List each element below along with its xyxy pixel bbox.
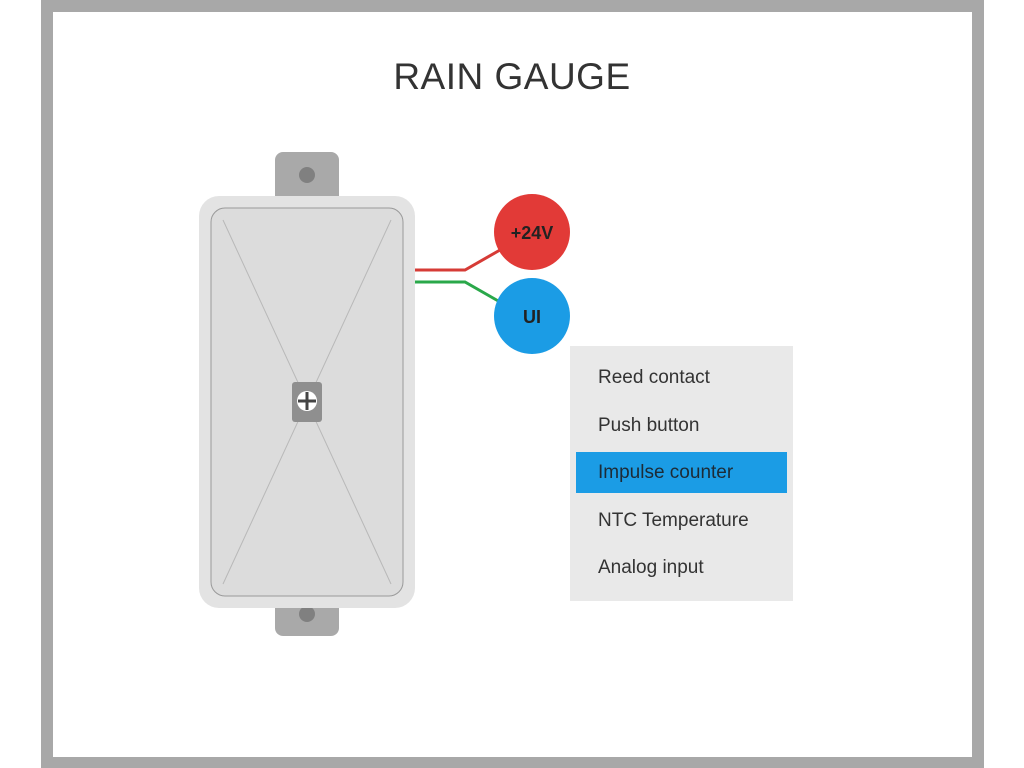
menu-item-impulse-counter[interactable]: Impulse counter: [576, 452, 787, 493]
mounting-tab-top: [275, 152, 339, 208]
menu-item-label: Reed contact: [598, 367, 710, 388]
menu-item-label: Push button: [598, 415, 700, 436]
page-title: RAIN GAUGE: [393, 56, 631, 97]
menu-item-push-button[interactable]: Push button: [576, 405, 787, 446]
power-wire: [415, 248, 501, 272]
menu-item-label: Impulse counter: [598, 462, 734, 483]
menu-item-ntc-temperature[interactable]: NTC Temperature: [576, 500, 787, 541]
input-terminal: UI: [494, 278, 570, 354]
menu-item-label: Analog input: [598, 557, 704, 578]
menu-item-reed-contact[interactable]: Reed contact: [576, 357, 787, 398]
menu-item-analog-input[interactable]: Analog input: [576, 547, 787, 588]
power-terminal: +24V: [494, 194, 570, 270]
power-terminal-label: +24V: [511, 223, 554, 243]
screw-icon: [292, 382, 322, 422]
input-type-menu: Reed contact Push button Impulse counter…: [570, 346, 793, 601]
input-wire: [415, 280, 501, 304]
input-terminal-label: UI: [523, 307, 541, 327]
menu-item-label: NTC Temperature: [598, 510, 749, 531]
